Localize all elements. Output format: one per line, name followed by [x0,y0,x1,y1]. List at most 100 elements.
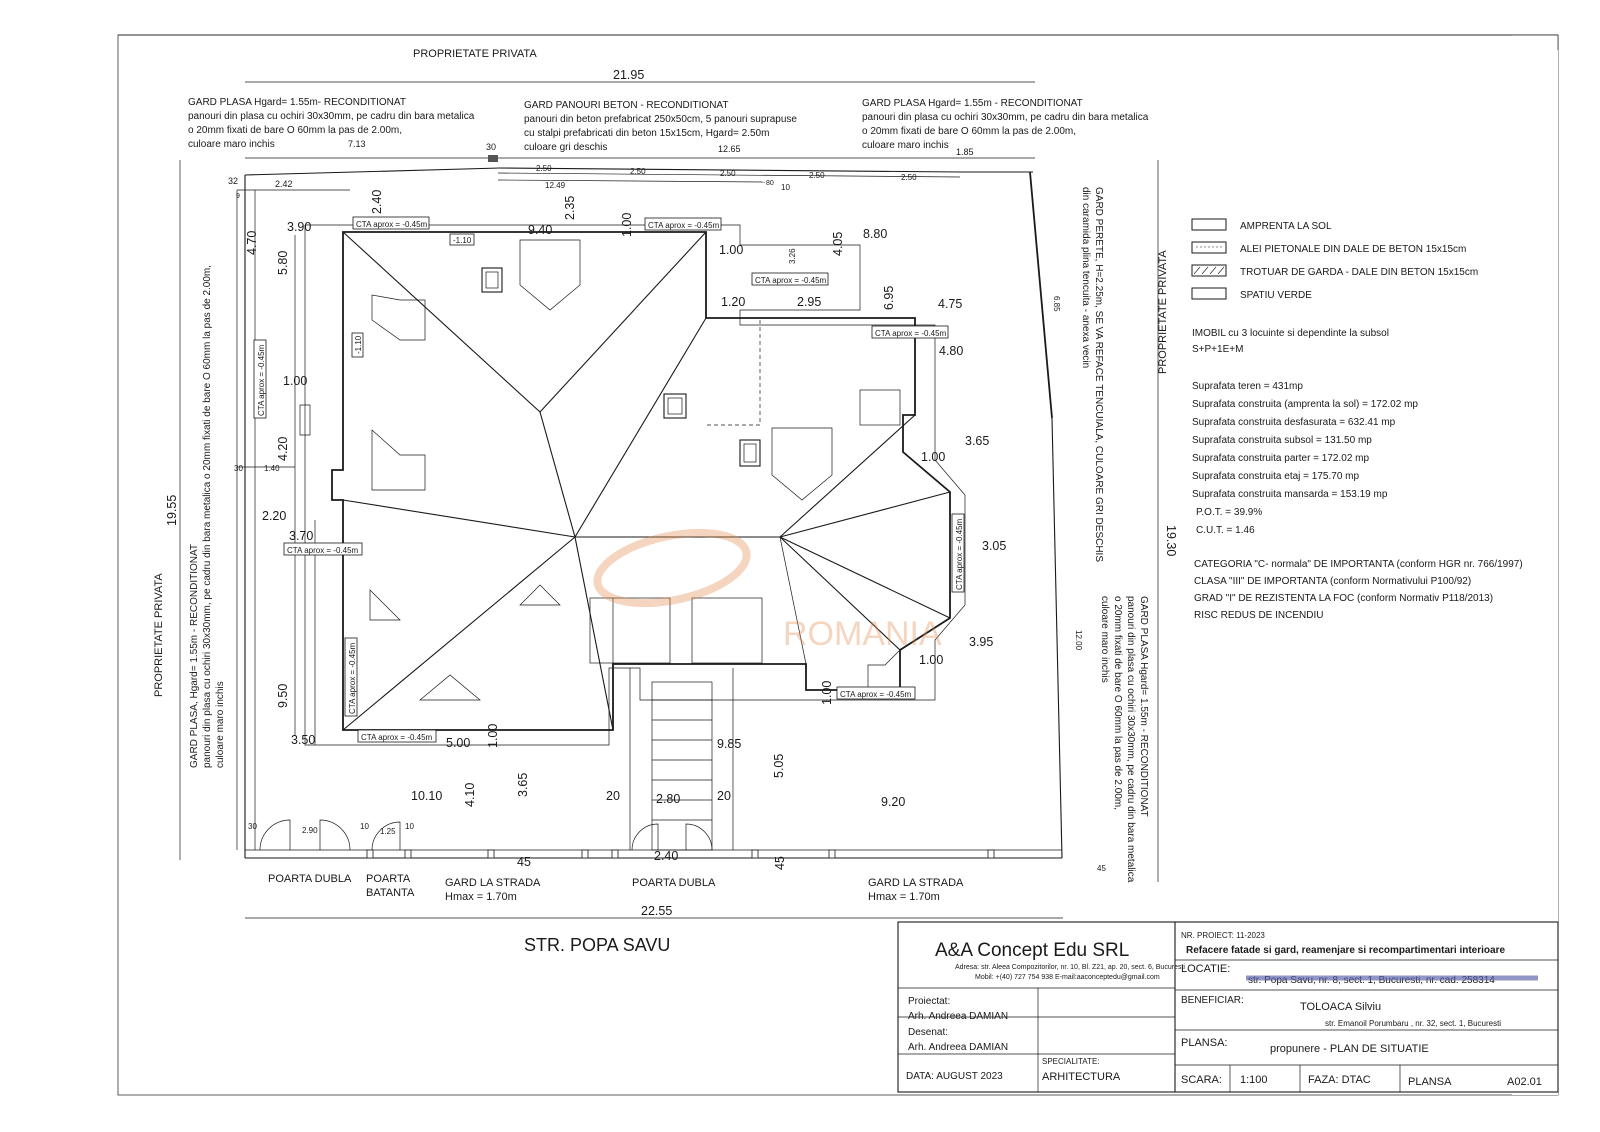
cta-label: CTA aprox = -0.45m [951,513,965,593]
legend-item: SPATIU VERDE [1240,290,1312,301]
dim-left-height: 19.55 [165,495,179,526]
svg-text:10: 10 [781,183,790,192]
svg-text:panouri din plasa cu ochiri 30: panouri din plasa cu ochiri 30x30mm, pe … [188,111,475,122]
svg-text:30: 30 [248,822,257,831]
svg-text:3.65: 3.65 [965,434,989,448]
svg-text:panouri din beton prefabricat: panouri din beton prefabricat 250x50cm, … [524,114,797,125]
svg-text:Hmax = 1.70m: Hmax = 1.70m [868,891,940,903]
left-neighbor-label: PROPRIETATE PRIVATA [153,573,165,697]
svg-text:3.26: 3.26 [788,248,797,264]
svg-text:3.05: 3.05 [982,539,1006,553]
svg-text:9: 9 [236,193,240,200]
dim-top-1-85: 1.85 [956,147,974,157]
svg-text:2.35: 2.35 [563,196,577,220]
svg-text:10.10: 10.10 [411,789,442,803]
svg-text:4.05: 4.05 [831,232,845,256]
neighbor-wall-fence [1029,171,1053,419]
svg-text:-1.10: -1.10 [453,236,472,245]
svg-text:CLASA "III" DE IMPORTANTA (con: CLASA "III" DE IMPORTANTA (conform Norma… [1194,576,1471,587]
svg-text:30: 30 [234,464,243,473]
svg-text:GARD LA STRADA: GARD LA STRADA [445,877,541,889]
svg-text:5.80: 5.80 [276,251,290,275]
svg-text:ARHITECTURA: ARHITECTURA [1042,1071,1121,1083]
svg-text:2.90: 2.90 [302,826,318,835]
svg-text:2.80: 2.80 [656,792,680,806]
svg-text:10: 10 [405,822,414,831]
svg-text:str. Emanoil Porumbaru , nr. 3: str. Emanoil Porumbaru , nr. 32, sect. 1… [1325,1019,1501,1028]
svg-text:Desenat:: Desenat: [908,1027,948,1038]
dim-total-width-top: 21.95 [613,68,644,82]
svg-text:GARD PANOURI BETON - RECONDITI: GARD PANOURI BETON - RECONDITIONAT [524,100,728,111]
svg-text:panouri din plasa cu ochiri 30: panouri din plasa cu ochiri 30x30mm, pe … [202,265,213,768]
svg-text:culoare maro inchis: culoare maro inchis [862,140,949,151]
dim-top-12-65: 12.65 [718,144,741,154]
svg-text:8.80: 8.80 [863,227,887,241]
svg-text:CTA aprox = -0.45m: CTA aprox = -0.45m [955,518,964,590]
svg-text:12.00: 12.00 [1074,630,1083,651]
svg-text:80: 80 [766,180,774,187]
svg-text:1.00: 1.00 [719,243,743,257]
svg-text:cu stalpi prefabricati din bet: cu stalpi prefabricati din beton 15x15cm… [524,128,769,139]
svg-text:GARD PLASA Hgard= 1.55m - RECO: GARD PLASA Hgard= 1.55m - RECONDITIONAT [862,98,1083,109]
svg-text:o 20mm fixati de bare O 60mm l: o 20mm fixati de bare O 60mm la pas de 2… [862,126,1076,137]
legend-item: TROTUAR DE GARDA - DALE DIN BETON 15x15c… [1240,267,1478,278]
svg-text:3.90: 3.90 [287,220,311,234]
svg-text:Suprafata construita mansarda: Suprafata construita mansarda = 153.19 m… [1192,489,1388,500]
svg-text:1.00: 1.00 [486,724,500,748]
project-info: IMOBIL cu 3 locuinte si dependinte la su… [1192,328,1523,621]
svg-text:CTA aprox = -0.45m: CTA aprox = -0.45m [287,546,359,555]
paving-outline [304,224,966,746]
dim-top-30: 30 [486,142,496,152]
fence-note-top-middle: GARD PANOURI BETON - RECONDITIONAT panou… [524,100,797,153]
svg-text:IMOBIL cu 3 locuinte si depend: IMOBIL cu 3 locuinte si dependinte la su… [1192,328,1389,339]
svg-text:6.85: 6.85 [1052,296,1061,312]
svg-text:Hmax = 1.70m: Hmax = 1.70m [445,891,517,903]
svg-text:Mobil: +(40) 727 754 938 E-m: Mobil: +(40) 727 754 938 E-mail:aaconcep… [975,974,1160,981]
svg-text:CTA aprox = -0.45m: CTA aprox = -0.45m [257,344,266,416]
cta-label: CTA aprox = -0.45m [871,325,949,339]
dimension-labels: 2.40 2.35 3.90 9.40 1.00 1.00 4.70 5.80 … [234,190,1006,863]
svg-text:20: 20 [717,789,731,803]
svg-text:6.95: 6.95 [882,286,896,310]
svg-text:3.70: 3.70 [289,529,313,543]
svg-text:Proiectat:: Proiectat: [908,996,950,1007]
svg-text:2.50: 2.50 [536,164,552,173]
cta-label: CTA aprox = -0.45m [357,729,437,743]
concrete-panel-fence [497,167,961,173]
cta-label: CTA aprox = -0.45m [283,542,363,556]
svg-text:culoare maro inchis: culoare maro inchis [215,681,226,768]
fence-note-top-left: GARD PLASA Hgard= 1.55m- RECONDITIONAT p… [188,97,475,150]
svg-text:SCARA:: SCARA: [1181,1074,1222,1086]
svg-text:4.70: 4.70 [245,231,259,255]
svg-text:din caramida plina tencuita -: din caramida plina tencuita - anexa veci… [1080,187,1091,368]
svg-text:Suprafata construita etaj = 17: Suprafata construita etaj = 175.70 mp [1192,471,1359,482]
svg-text:2.42: 2.42 [275,179,293,189]
svg-text:culoare maro inchis: culoare maro inchis [1099,596,1110,683]
svg-text:3.65: 3.65 [516,773,530,797]
project-title: Refacere fatade si gard, reamenjare si r… [1186,945,1505,956]
svg-text:1:100: 1:100 [1240,1074,1268,1086]
top-neighbor-label: PROPRIETATE PRIVATA [413,48,537,60]
street-fence-posts [366,849,995,859]
svg-text:CATEGORIA "C- normala" DE IMPO: CATEGORIA "C- normala" DE IMPORTANTA (co… [1194,559,1523,570]
svg-text:Suprafata teren = 431mp: Suprafata teren = 431mp [1192,381,1303,392]
svg-text:4.10: 4.10 [463,783,477,807]
svg-text:GARD LA STRADA: GARD LA STRADA [868,877,964,889]
fence-note-left: GARD PLASA, Hgard= 1.55m - RECONDITIONAT… [189,265,226,768]
street-name: STR. POPA SAVU [524,935,670,955]
svg-text:GARD PLASA Hgard= 1.55m - RECO: GARD PLASA Hgard= 1.55m - RECONDITIONAT [1138,596,1149,817]
svg-text:9.20: 9.20 [881,795,905,809]
svg-text:o 20mm fixati de bare O 60mm l: o 20mm fixati de bare O 60mm la pas de 2… [188,125,402,136]
svg-text:S+P+1E+M: S+P+1E+M [1192,344,1243,355]
dim-top-7-13: 7.13 [348,139,366,149]
company-name: A&A Concept Edu SRL [935,940,1129,961]
svg-text:PLANSA: PLANSA [1408,1076,1452,1088]
svg-text:4.80: 4.80 [939,344,963,358]
svg-text:9.40: 9.40 [528,223,552,237]
svg-text:CTA aprox = -0.45m: CTA aprox = -0.45m [361,733,433,742]
cta-label: CTA aprox = -0.45m [836,686,916,700]
cta-label: CTA aprox = -0.45m [253,339,267,419]
svg-text:20: 20 [606,789,620,803]
svg-text:CTA aprox = -0.45m: CTA aprox = -0.45m [356,220,428,229]
